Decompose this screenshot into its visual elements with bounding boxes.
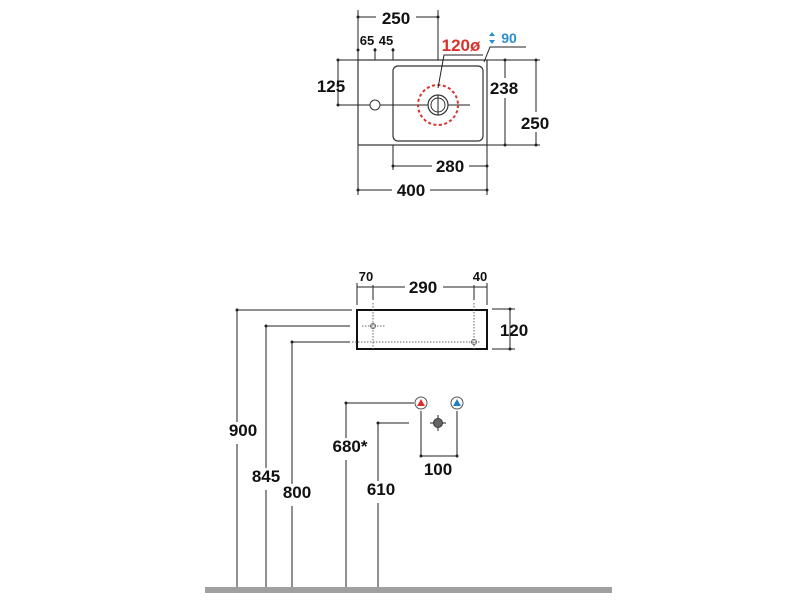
- dim-45: 45: [379, 33, 393, 48]
- side-view: 70 290 40 120 900 845 800 680* 610: [205, 269, 612, 593]
- dim-40: 40: [473, 269, 487, 284]
- dim-400: 400: [397, 181, 425, 200]
- dim-70: 70: [359, 269, 373, 284]
- basin-outline-side: [356, 309, 488, 350]
- dim-drain-depth: 90: [501, 30, 517, 46]
- dim-290: 290: [409, 278, 437, 297]
- dim-238: 238: [490, 79, 518, 98]
- dim-800: 800: [283, 483, 311, 502]
- dim-280: 280: [436, 157, 464, 176]
- dim-900: 900: [229, 421, 257, 440]
- dim-100: 100: [424, 460, 452, 479]
- floor-line: [205, 587, 612, 593]
- dim-610: 610: [367, 480, 395, 499]
- tap-hole: [369, 99, 381, 111]
- drain-diameter-ring: [417, 84, 459, 126]
- depth-arrow-icon: [489, 32, 495, 44]
- drain-outlet-icon: [433, 418, 443, 428]
- dim-250-right: 250: [521, 114, 549, 133]
- dim-125: 125: [317, 77, 345, 96]
- dim-680: 680*: [333, 437, 368, 456]
- dim-250-top: 250: [382, 9, 410, 28]
- top-view: 250 65 45 120ø 90 125 238 250 280: [317, 9, 549, 200]
- dim-120: 120: [500, 321, 528, 340]
- dim-65: 65: [360, 33, 374, 48]
- dim-drain-diameter: 120ø: [442, 36, 481, 55]
- dim-845: 845: [252, 467, 280, 486]
